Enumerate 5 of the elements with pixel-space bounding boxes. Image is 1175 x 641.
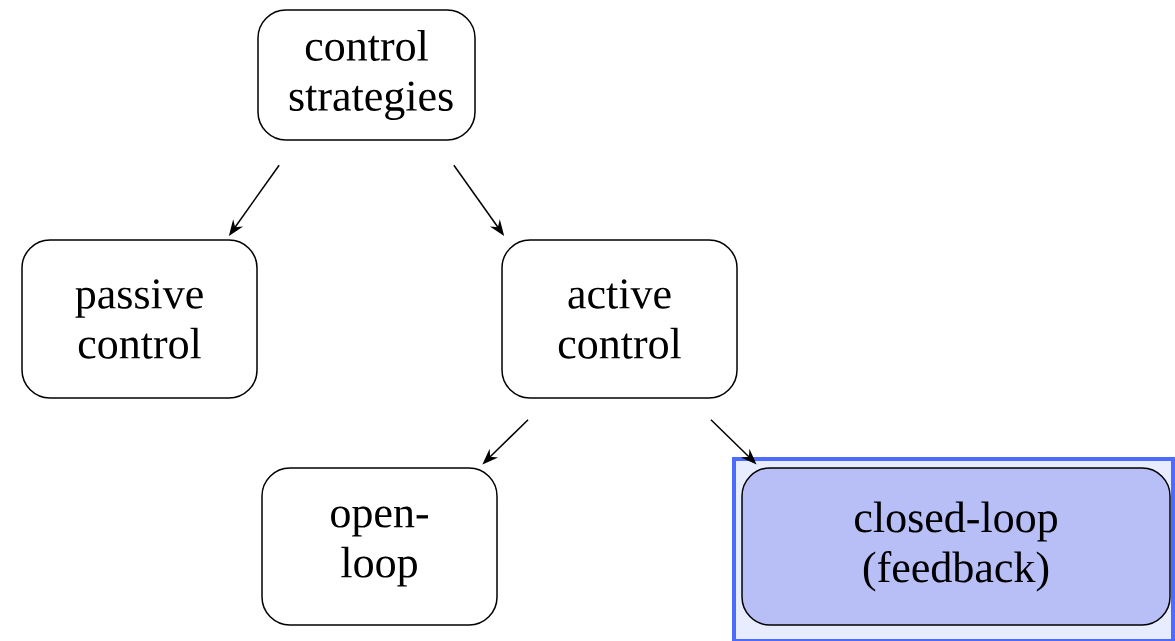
process-box: passive control (21, 239, 258, 399)
process-box: closed-loop (feedback) (741, 467, 1171, 626)
process-box: control strategies (257, 9, 476, 141)
process-box: active control (501, 239, 738, 399)
process-box: open-loop (261, 467, 498, 626)
